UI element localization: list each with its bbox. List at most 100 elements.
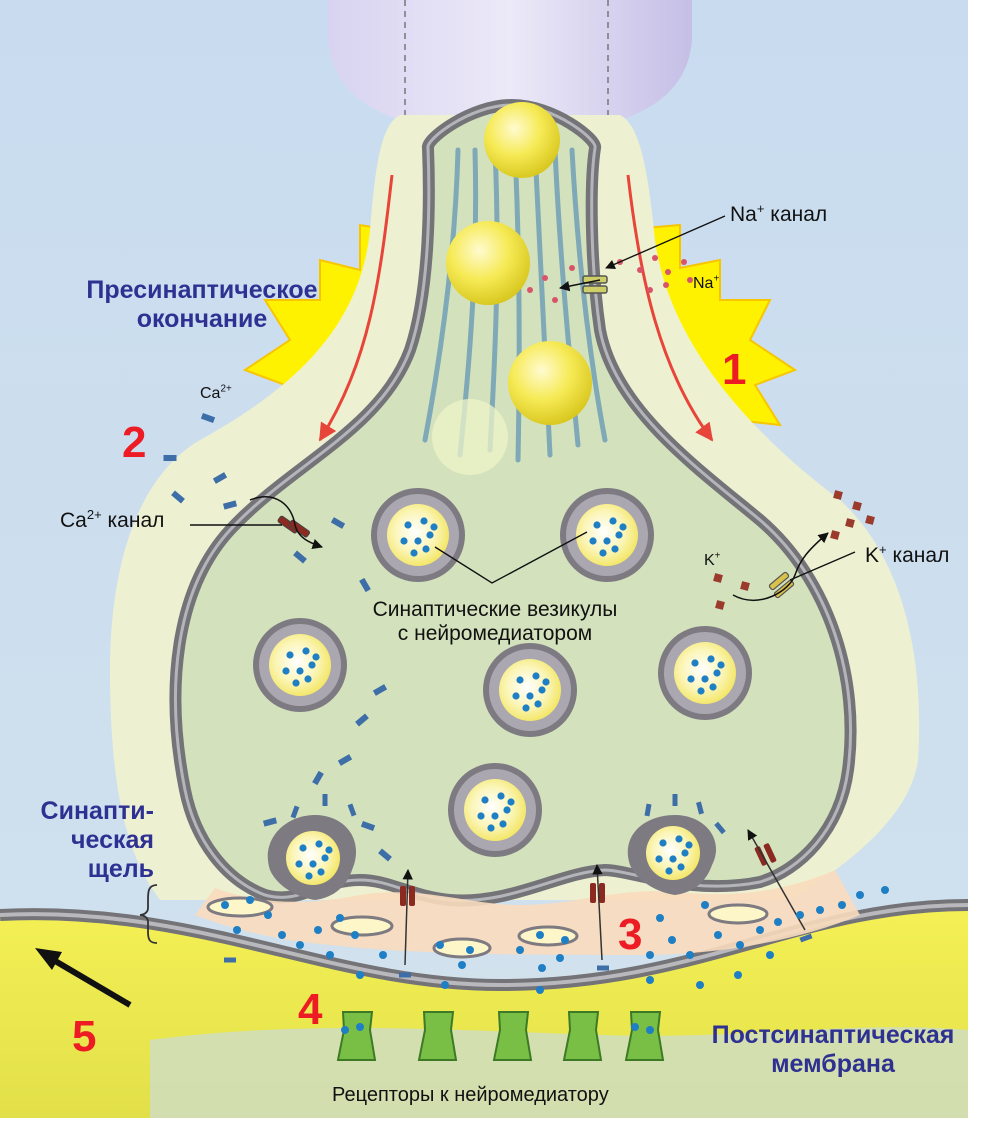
step-number-5: 5 [72,1012,97,1061]
neurotransmitter-molecule [522,704,530,712]
neurotransmitter-molecule [668,936,676,944]
ca-ion [163,455,177,461]
ca-ion [312,770,324,786]
neurotransmitter-molecule [536,986,544,994]
postsynaptic-membrane-label: Постсинаптическая мембрана [688,1021,978,1079]
neurotransmitter-molecule [881,886,889,894]
neurotransmitter-molecule [507,798,515,806]
neurotransmitter-molecule [714,931,722,939]
neurotransmitter-molecule [315,840,323,848]
reuptake-arrows [402,829,806,966]
presynaptic-label-line2: окончание [136,304,268,333]
cleft-label-line3: щель [87,854,154,883]
vesicles-label-line1: Синаптические везикулы [372,598,618,621]
neurotransmitter-molecule [696,981,704,989]
neurotransmitter-molecule [458,961,466,969]
neurotransmitter-molecule [296,667,304,675]
neurotransmitter-molecule [659,839,667,847]
step-number-4: 4 [298,985,323,1034]
k-ion [852,501,862,511]
neurotransmitter-molecule [796,911,804,919]
ca-ion [171,490,185,504]
neurotransmitter-molecule [304,675,312,683]
neurotransmitter-molecule [308,661,316,669]
neurotransmitter-molecule [414,537,422,545]
neurotransmitter-molecule [816,906,824,914]
ca-ion [644,803,652,817]
na-channel-leader [605,215,726,269]
fusing-vesicle-left [267,815,357,900]
neurotransmitter-molecule [302,647,310,655]
synaptic-vesicle [448,763,542,857]
ca-ion [212,472,228,484]
axon [328,0,692,120]
neurotransmitter-molecule [221,901,229,909]
neurotransmitter-molecule [655,855,663,863]
neurotransmitter-molecule [309,860,317,868]
neurotransmitter-molecules [221,517,889,1034]
vesicles-leader [434,531,588,584]
action-potential-arrow-left [318,174,394,442]
neurotransmitter-molecule [856,891,864,899]
ca-channel-label: Ca2+ канал [60,507,165,532]
presynaptic-label-line1: Пресинаптическое [86,276,318,304]
synaptic-vesicle [371,488,465,582]
mitochondrion [432,399,508,475]
postsynaptic-label-line2: мембрана [771,1049,895,1078]
synaptic-vesicle [483,643,577,737]
ca-ion-label: Ca2+ [200,383,232,402]
k-ion [830,530,840,540]
step-number-3: 3 [618,910,643,959]
neurotransmitter-molecule [296,941,304,949]
k-channel-leader [789,551,856,581]
neurotransmitter-molecule [264,911,272,919]
neurotransmitter-molecule [477,812,485,820]
neurotransmitter-molecule [426,531,434,539]
neurotransmitter-molecule [709,683,717,691]
neurotransmitter-molecule [282,667,290,675]
receptor [417,1011,458,1061]
ca-ion [696,801,704,815]
k-efflux-arrow [732,532,829,601]
na-channel-label: Na+ канал [730,201,828,226]
receptor [624,1011,665,1061]
k-ion-label: K+ [704,550,721,569]
fusing-vesicle-right [627,815,717,895]
neurotransmitter-molecule [556,954,564,962]
neurotransmitter-molecule [351,931,359,939]
neurotransmitter-molecule [603,537,611,545]
mitochondrion [446,221,530,305]
ca-ion [200,412,216,424]
ca-ion [322,794,328,806]
neurotransmitter-molecule [233,926,241,934]
mitochondrion [484,102,560,178]
ca-ion [399,972,411,978]
neurotransmitter-molecule [691,659,699,667]
synaptic-vesicles-label: Синаптические везикулы с нейромедиатором [330,598,660,646]
receptor [492,1011,533,1061]
neurotransmitter-molecule [631,1023,639,1031]
k-ions [713,490,875,610]
neurotransmitter-molecule [356,1023,364,1031]
neurotransmitter-molecule [516,946,524,954]
neurotransmitter-molecule [246,896,254,904]
ca-influx-arrow [249,496,323,549]
neurotransmitter-molecule [838,901,846,909]
neurotransmitter-molecule [707,655,715,663]
neurotransmitter-molecule [534,700,542,708]
ca-ion [799,933,813,943]
k-ion [845,518,855,528]
neurotransmitter-molecule [615,531,623,539]
neurotransmitter-molecule [526,692,534,700]
neurotransmitter-molecule [756,926,764,934]
ca-ions [163,412,813,978]
synaptic-vesicles [253,488,752,857]
neurotransmitter-molecule [404,521,412,529]
ca-ion [347,803,357,817]
receptor [562,1011,603,1061]
k-ion [740,581,750,591]
neurotransmitter-molecule [466,946,474,954]
na-ion [665,269,671,275]
neurotransmitter-molecule [286,651,294,659]
neurotransmitter-molecule [701,675,709,683]
